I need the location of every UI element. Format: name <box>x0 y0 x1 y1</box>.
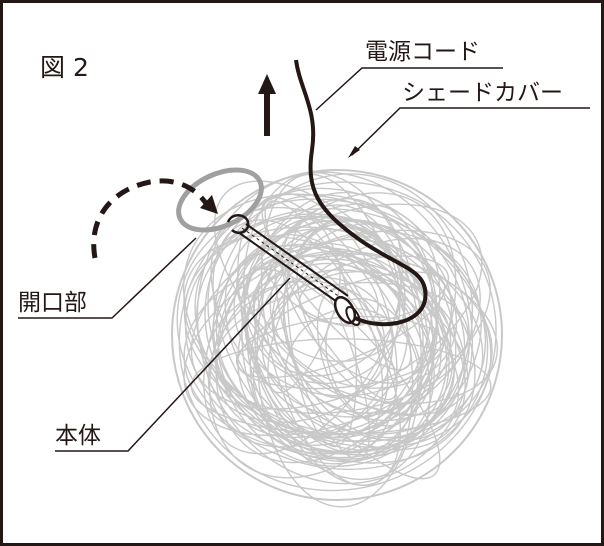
yarn-strand <box>212 173 474 467</box>
yarn-strand <box>253 223 402 377</box>
shade-cover-label: シェードカバー <box>402 80 563 106</box>
yarn-strand <box>190 203 483 410</box>
leader-main-body <box>55 277 291 452</box>
main-body <box>226 214 361 327</box>
leader-shade-arrowhead <box>348 146 360 158</box>
yarn-strand <box>183 226 484 443</box>
leader-power-cord <box>315 67 503 111</box>
shade-yarn-strands <box>176 171 499 508</box>
up-arrow-icon <box>258 74 276 136</box>
yarn-strand <box>241 191 439 465</box>
yarn-strand <box>316 287 389 418</box>
yarn-strand <box>190 338 492 435</box>
yarn-strand <box>254 219 437 439</box>
yarn-strand <box>243 253 402 486</box>
curved-dashed-arrow-icon <box>91 178 218 259</box>
yarn-strand <box>272 269 454 422</box>
power-cord-label: 電源コード <box>365 39 480 65</box>
opening-ring <box>176 167 264 233</box>
shade-outline <box>171 169 503 501</box>
shade-cover <box>171 169 503 508</box>
yarn-strand <box>261 270 452 418</box>
power-cord <box>294 59 428 327</box>
leader-shade-cover <box>351 107 590 156</box>
yarn-strand <box>235 315 444 390</box>
yarn-strand <box>286 218 358 448</box>
main-body-label: 本体 <box>55 423 101 449</box>
yarn-strand <box>196 171 474 485</box>
yarn-strand <box>264 200 398 401</box>
yarn-strand <box>217 246 448 459</box>
yarn-strand <box>282 217 401 399</box>
leader-opening <box>18 237 197 319</box>
yarn-strand <box>236 244 469 416</box>
opening-label: 開口部 <box>18 290 87 316</box>
figure-number: 図 2 <box>40 53 89 82</box>
yarn-strand <box>213 180 455 417</box>
yarn-strand <box>212 219 384 454</box>
leader-lines <box>18 67 590 452</box>
